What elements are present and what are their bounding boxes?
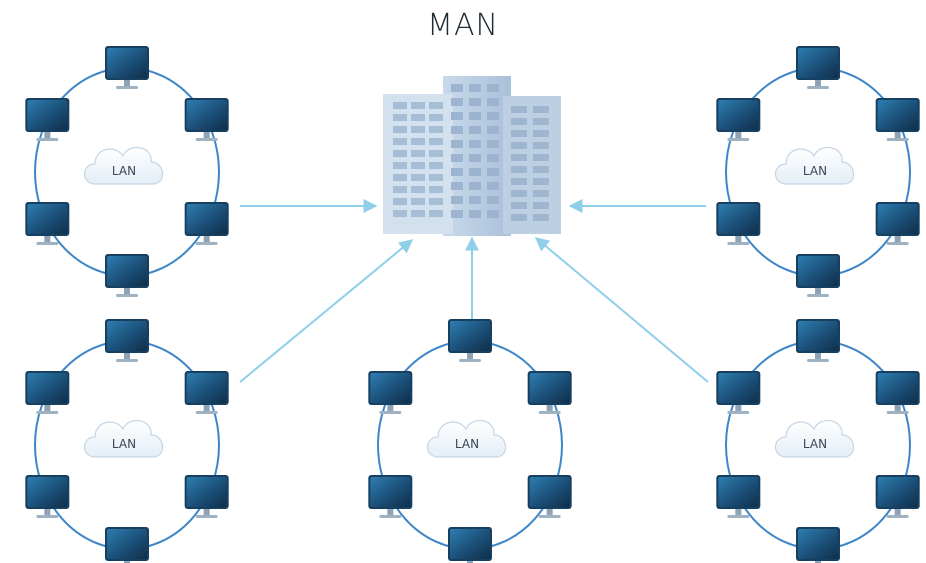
diagram-title: MAN xyxy=(427,8,499,43)
monitor-icon xyxy=(448,527,492,563)
monitor-icon xyxy=(716,202,761,245)
lan-bottom-right: LAN xyxy=(716,319,920,563)
monitor-icon xyxy=(184,475,229,518)
monitor-icon xyxy=(184,98,229,141)
cloud-icon: LAN xyxy=(83,146,164,185)
lan-label: LAN xyxy=(112,164,136,178)
cloud-icon: LAN xyxy=(83,419,164,458)
monitor-icon xyxy=(796,319,840,362)
monitor-icon xyxy=(368,371,413,414)
monitor-icon xyxy=(25,98,70,141)
monitor-icon xyxy=(527,371,572,414)
monitor-icon xyxy=(875,202,920,245)
cloud-icon: LAN xyxy=(774,146,855,185)
monitor-icon xyxy=(796,527,840,563)
cloud-icon: LAN xyxy=(426,419,507,458)
monitor-icon xyxy=(875,98,920,141)
office-building-icon xyxy=(383,76,561,236)
arrow-bottom-left xyxy=(239,239,414,383)
monitor-icon xyxy=(105,319,149,362)
monitor-icon xyxy=(875,475,920,518)
arrow-bottom-right xyxy=(534,237,709,383)
monitor-icon xyxy=(716,98,761,141)
monitor-icon xyxy=(368,475,413,518)
monitor-icon xyxy=(105,254,149,297)
cloud-icon: LAN xyxy=(774,419,855,458)
monitor-icon xyxy=(527,475,572,518)
monitor-icon xyxy=(25,202,70,245)
monitor-icon xyxy=(875,371,920,414)
monitor-icon xyxy=(184,202,229,245)
monitor-icon xyxy=(184,371,229,414)
monitor-icon xyxy=(716,475,761,518)
monitor-icon xyxy=(796,46,840,89)
monitor-icon xyxy=(796,254,840,297)
monitor-icon xyxy=(25,475,70,518)
lan-label: LAN xyxy=(455,437,479,451)
lan-label: LAN xyxy=(803,437,827,451)
monitor-icon xyxy=(25,371,70,414)
monitor-icon xyxy=(105,46,149,89)
lan-bottom-center: LAN xyxy=(368,319,572,563)
lan-top-left: LAN xyxy=(25,46,229,297)
lan-label: LAN xyxy=(112,437,136,451)
monitor-icon xyxy=(105,527,149,563)
lan-label: LAN xyxy=(803,164,827,178)
lan-top-right: LAN xyxy=(716,46,920,297)
lan-bottom-left: LAN xyxy=(25,319,229,563)
monitor-icon xyxy=(448,319,492,362)
monitor-icon xyxy=(716,371,761,414)
